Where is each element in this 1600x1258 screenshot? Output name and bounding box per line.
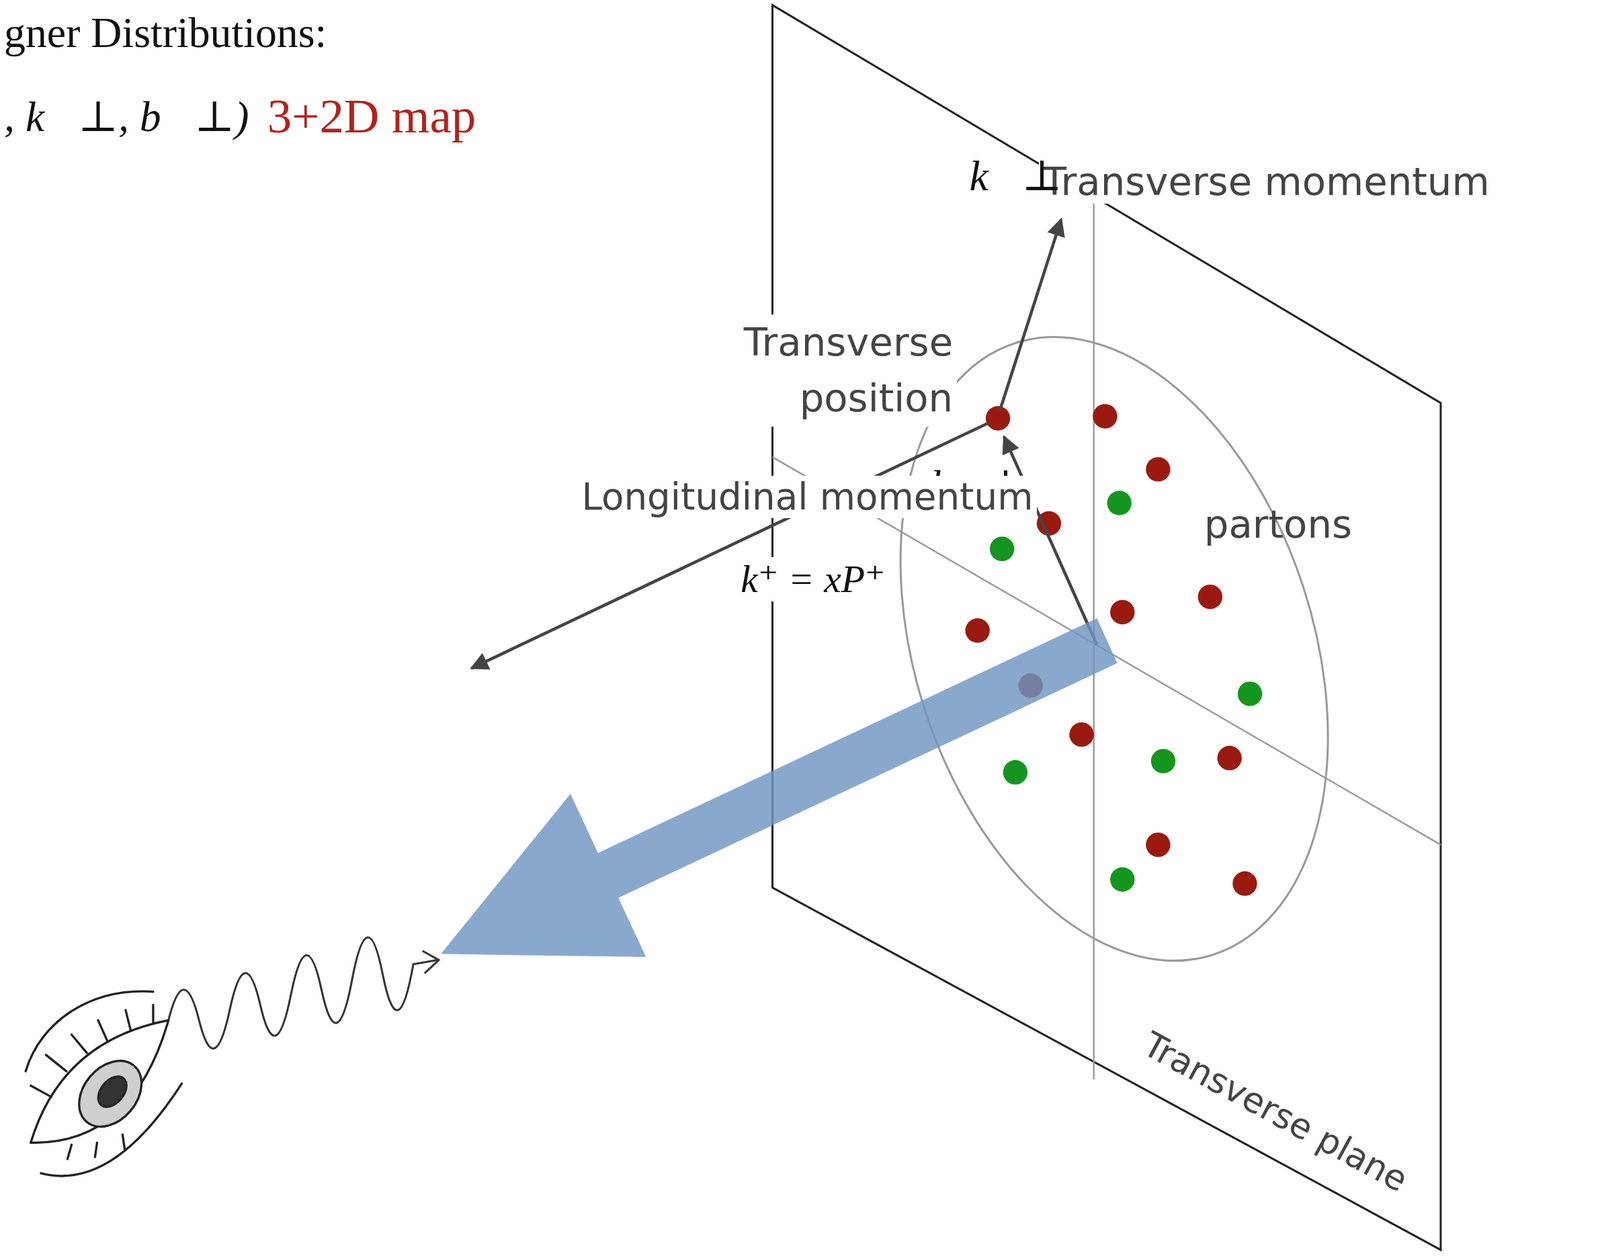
longitudinal-vector — [471, 422, 990, 669]
k-vector — [999, 219, 1062, 410]
parton-dot — [1232, 871, 1257, 896]
formula-text: k⁺ = xP⁺ — [736, 557, 890, 602]
parton-dot — [1110, 600, 1135, 625]
axis-label: Transverse momentum — [1038, 159, 1494, 204]
light-ray — [168, 937, 437, 1049]
parton-dot — [1092, 403, 1117, 429]
heading: gner Distributions: — [4, 8, 327, 58]
parton-dot — [989, 536, 1015, 562]
vector-symbol: k⃗⊥ — [969, 151, 1063, 201]
position-label: Transverse position — [694, 314, 958, 427]
parton-dot — [1145, 456, 1170, 482]
eye-symbol — [25, 991, 182, 1176]
parton-dot — [964, 618, 990, 643]
parton-dot — [1145, 832, 1170, 857]
parton-label: partons — [1204, 501, 1353, 547]
formula-text: , k⃗⊥, b⃗⊥) — [4, 92, 250, 142]
view-arrow — [440, 618, 1118, 957]
light-ray-head — [422, 950, 439, 974]
parton-dot — [985, 405, 1010, 431]
parton-dot — [1237, 681, 1262, 706]
parton-dot — [1110, 867, 1135, 892]
parton-dot — [1151, 748, 1176, 773]
parton-dot — [1106, 490, 1131, 515]
plane-label: Transverse plane — [1136, 1024, 1414, 1201]
parton-dot — [1198, 584, 1223, 609]
parton-dot — [1069, 722, 1094, 747]
axis-label: Longitudinal momentum — [577, 475, 1037, 519]
parton-dot — [1216, 745, 1242, 771]
map-label: 3+2D map — [267, 88, 476, 145]
parton-dot — [1003, 760, 1028, 785]
